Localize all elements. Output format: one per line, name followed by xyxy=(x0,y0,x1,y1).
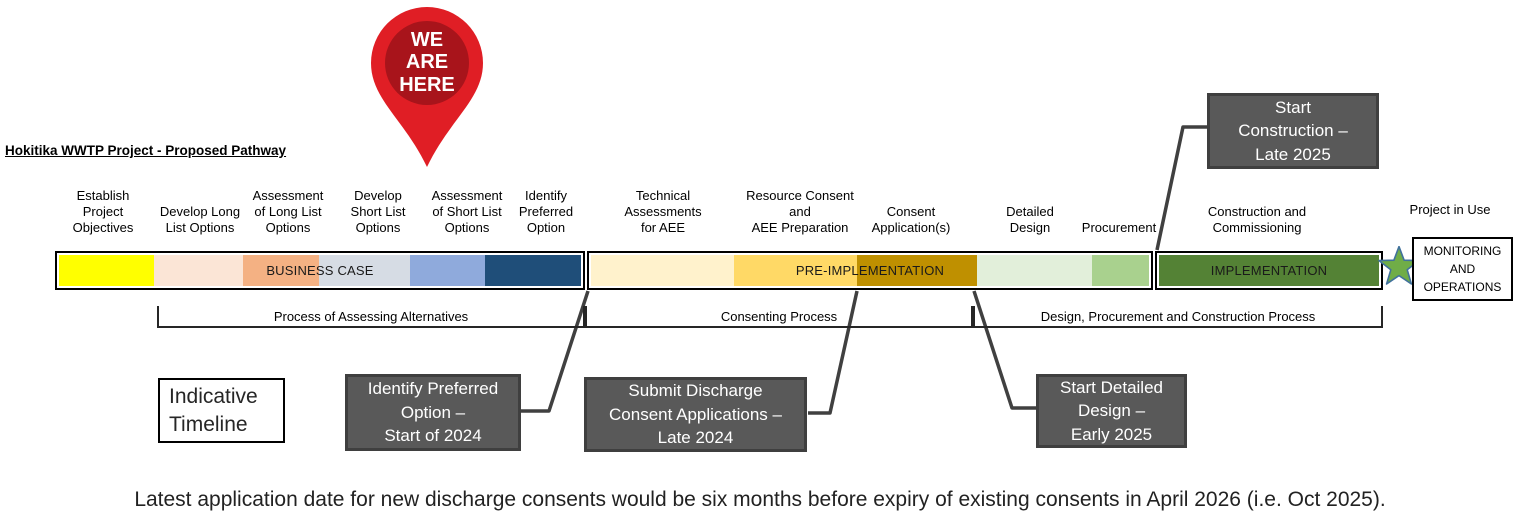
project-in-use-label: Project in Use xyxy=(1409,202,1491,217)
timeline-segment xyxy=(977,255,1092,286)
milestone-callout: Identify Preferred Option – Start of 202… xyxy=(345,374,521,451)
milestone-callout: Start Detailed Design – Early 2025 xyxy=(1036,374,1187,448)
stage-label: Develop Short List Options xyxy=(350,188,406,236)
timeline-group-label: BUSINESS CASE xyxy=(266,263,374,278)
process-bracket: Process of Assessing Alternatives xyxy=(157,306,585,328)
timeline-group: PRE-IMPLEMENTATION xyxy=(587,251,1153,290)
stage-label: Assessment of Short List Options xyxy=(431,188,503,236)
we-are-here-label: WE ARE HERE xyxy=(399,29,455,96)
timeline-segment xyxy=(154,255,243,286)
process-bracket-label: Design, Procurement and Construction Pro… xyxy=(1040,308,1316,324)
timeline-segment xyxy=(591,255,734,286)
timeline-segments xyxy=(1159,255,1379,286)
timeline-segment xyxy=(485,255,581,286)
milestone-callout: Submit Discharge Consent Applications – … xyxy=(584,377,807,452)
process-bracket-label: Process of Assessing Alternatives xyxy=(273,308,469,324)
process-bracket: Consenting Process xyxy=(585,306,973,328)
monitoring-operations-box: MONITORING AND OPERATIONS xyxy=(1412,237,1513,301)
timeline-segments xyxy=(59,255,581,286)
timeline-group-label: IMPLEMENTATION xyxy=(1210,263,1328,278)
timeline-segments xyxy=(591,255,1149,286)
stage-label: Resource Consent and AEE Preparation xyxy=(746,188,854,236)
stage-label: Assessment of Long List Options xyxy=(252,188,324,236)
timeline-group-label: PRE-IMPLEMENTATION xyxy=(795,263,945,278)
stage-label: Identify Preferred Option xyxy=(518,188,574,236)
timeline-segment xyxy=(319,255,410,286)
milestone-callout: Start Construction – Late 2025 xyxy=(1207,93,1379,169)
process-bracket: Design, Procurement and Construction Pro… xyxy=(973,306,1383,328)
timeline-group: IMPLEMENTATION xyxy=(1155,251,1383,290)
stage-label: Technical Assessments for AEE xyxy=(624,188,702,236)
timeline-segment xyxy=(1092,255,1149,286)
footnote-text: Latest application date for new discharg… xyxy=(134,488,1386,511)
stage-label: Consent Application(s) xyxy=(871,204,951,236)
map-pin-icon xyxy=(371,7,483,167)
stage-label: Develop Long List Options xyxy=(159,204,241,236)
indicative-timeline-box: Indicative Timeline xyxy=(158,378,285,443)
stage-label: Procurement xyxy=(1081,220,1157,236)
process-bracket-label: Consenting Process xyxy=(720,308,838,324)
page-title: Hokitika WWTP Project - Proposed Pathway xyxy=(5,143,287,158)
stage-label: Construction and Commissioning xyxy=(1207,204,1307,236)
timeline-segment xyxy=(734,255,857,286)
timeline-segment xyxy=(410,255,485,286)
stage-label: Establish Project Objectives xyxy=(72,188,134,236)
timeline-segment xyxy=(243,255,319,286)
we-are-here-pin: WE ARE HERE xyxy=(370,6,484,168)
timeline-group: BUSINESS CASE xyxy=(55,251,585,290)
timeline-segment xyxy=(59,255,154,286)
timeline-segment xyxy=(857,255,977,286)
timeline-segment xyxy=(1159,255,1379,286)
stage-label: Detailed Design xyxy=(1006,204,1054,236)
